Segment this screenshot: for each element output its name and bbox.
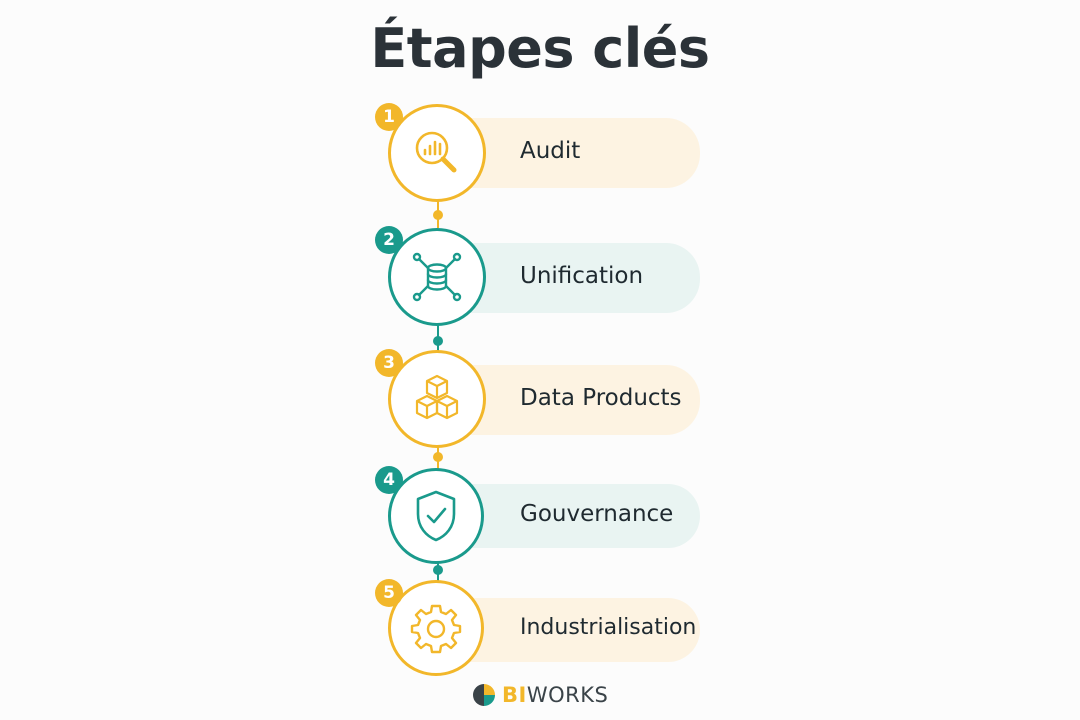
step-label-gouvernance: Gouvernance <box>520 501 674 527</box>
stacked-cubes-icon <box>415 374 459 420</box>
gear-icon <box>410 604 462 654</box>
step-label-data-products: Data Products <box>520 385 682 411</box>
logo-text-works: WORKS <box>526 683 609 707</box>
step-circle-data-products <box>388 350 486 448</box>
magnifier-chart-icon <box>415 131 457 173</box>
connector-dot <box>433 210 443 220</box>
connector-dot <box>433 565 443 575</box>
connector-dot <box>433 336 443 346</box>
connector-line <box>437 188 439 228</box>
step-circle-gouvernance <box>388 468 484 564</box>
connector-line <box>437 312 439 352</box>
step-number-badge: 5 <box>375 579 403 607</box>
step-label-audit: Audit <box>520 138 581 164</box>
logo-text-bi: BI <box>502 683 527 707</box>
step-number-badge: 3 <box>375 349 403 377</box>
step-label-unification: Unification <box>520 263 644 289</box>
connector-dot <box>433 452 443 462</box>
logo-icon <box>473 684 495 706</box>
step-number-badge: 1 <box>375 103 403 131</box>
page-title: Étapes clés <box>370 17 710 80</box>
step-label-industrialisation: Industrialisation <box>520 615 697 640</box>
biworks-logo: BIWORKS <box>472 682 608 708</box>
step-number-badge: 4 <box>375 466 403 494</box>
step-circle-unification <box>388 228 486 326</box>
database-network-icon <box>412 252 462 302</box>
step-circle-industrialisation <box>388 580 484 676</box>
step-circle-audit <box>388 104 486 202</box>
step-number-badge: 2 <box>375 226 403 254</box>
shield-check-icon <box>416 490 456 542</box>
